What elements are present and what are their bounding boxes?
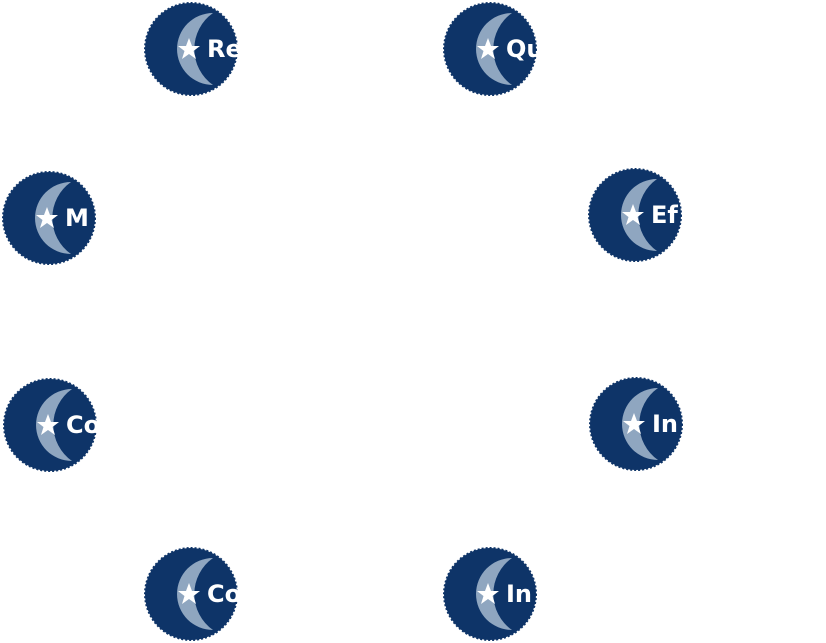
badge-in-right[interactable]: In bbox=[588, 376, 684, 472]
badge-label: Ef bbox=[651, 201, 678, 229]
star-icon bbox=[477, 38, 499, 59]
badge-label: Co bbox=[207, 580, 239, 608]
star-icon bbox=[477, 583, 499, 604]
badge-qu[interactable]: Qu bbox=[442, 1, 538, 97]
badge-m[interactable]: M bbox=[1, 170, 97, 266]
star-icon bbox=[37, 414, 59, 435]
badge-label: In bbox=[652, 410, 679, 438]
star-icon bbox=[623, 413, 645, 434]
star-icon bbox=[178, 583, 200, 604]
badge-co-left[interactable]: Co bbox=[2, 377, 98, 473]
badge-label: Qu bbox=[506, 35, 538, 63]
badge-co-bottom[interactable]: Co bbox=[143, 546, 239, 642]
badge-label: Co bbox=[66, 411, 98, 439]
badge-label: In bbox=[506, 580, 533, 608]
badge-ef[interactable]: Ef bbox=[587, 167, 683, 263]
star-icon bbox=[622, 204, 644, 225]
badge-label: Re bbox=[207, 35, 239, 63]
badge-label: M bbox=[65, 204, 89, 232]
badge-re[interactable]: Re bbox=[143, 1, 239, 97]
badge-in-bottom[interactable]: In bbox=[442, 546, 538, 642]
star-icon bbox=[36, 207, 58, 228]
star-icon bbox=[178, 38, 200, 59]
